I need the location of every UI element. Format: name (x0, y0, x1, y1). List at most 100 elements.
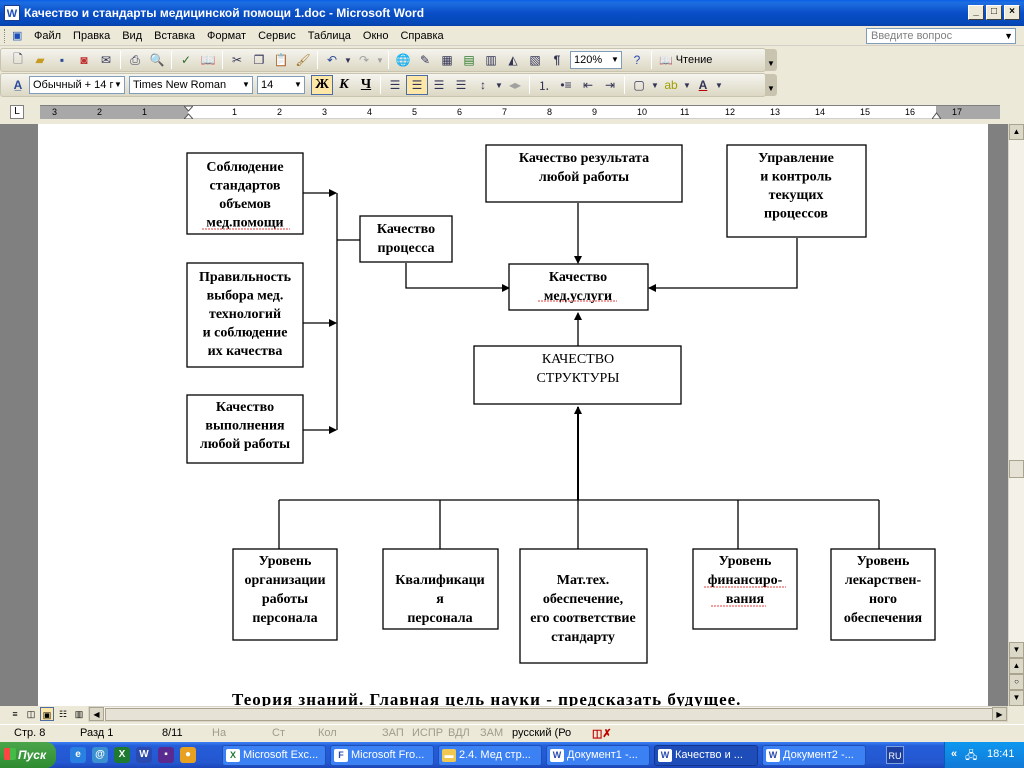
network-icon[interactable]: 🖧 (965, 750, 978, 762)
save-quick-icon[interactable]: ▪ (158, 747, 174, 763)
maximize-button[interactable]: □ (986, 5, 1002, 20)
outlook-express-icon[interactable]: @ (92, 747, 108, 763)
spelling-status-icon[interactable]: ◫✗ (592, 728, 612, 740)
help-dropdown-icon[interactable]: ▼ (1004, 31, 1013, 41)
word-icon[interactable]: W (136, 747, 152, 763)
chevron-down-icon[interactable]: ▼ (114, 80, 122, 89)
menu-file[interactable]: Файл (34, 29, 62, 42)
redo-dropdown-icon[interactable]: ▼ (376, 55, 384, 65)
vertical-scroll-thumb[interactable] (1009, 460, 1024, 478)
font-select[interactable]: Times New Roman ▼ (129, 76, 253, 94)
status-overtype[interactable]: ЗАМ (480, 727, 504, 739)
insert-excel-icon[interactable]: ▤ (463, 53, 475, 67)
borders-dropdown-icon[interactable]: ▼ (651, 80, 659, 90)
hyperlink-icon[interactable]: 🌐 (395, 53, 411, 67)
word-app-icon[interactable]: W (4, 5, 20, 21)
left-indent-marker[interactable] (184, 106, 193, 119)
align-center-icon[interactable]: ☰ (406, 75, 428, 95)
print-preview-icon[interactable]: 🔍 (149, 53, 165, 67)
next-page-button[interactable]: ▼ (1009, 690, 1024, 706)
line-spacing-dropdown-icon[interactable]: ▼ (495, 80, 503, 90)
task-current-document[interactable]: W Качество и ... (654, 745, 758, 766)
email-icon[interactable]: ✉ (100, 53, 112, 67)
columns-icon[interactable]: ▥ (485, 53, 497, 67)
document-map-icon[interactable]: ▧ (529, 53, 541, 67)
highlight-icon[interactable]: ab (664, 78, 678, 92)
style-select[interactable]: Обычный + 14 г ▼ (29, 76, 125, 94)
normal-view-icon[interactable]: ≡ (12, 709, 18, 719)
scroll-left-button[interactable]: ◀ (89, 707, 104, 721)
font-color-icon[interactable]: A (698, 78, 708, 92)
save-icon[interactable]: ▪ (59, 53, 65, 67)
copy-icon[interactable]: ❐ (253, 53, 265, 67)
task-document1[interactable]: W Документ1 -... (546, 745, 650, 766)
bullets-icon[interactable]: •≡ (560, 78, 572, 92)
right-indent-marker[interactable] (932, 106, 941, 119)
undo-icon[interactable]: ↶ (326, 53, 338, 67)
outline-view-icon[interactable]: ☷ (58, 709, 68, 719)
help-icon[interactable]: ? (633, 53, 641, 67)
web-view-icon[interactable]: ◫ (26, 709, 36, 719)
justify-icon[interactable]: ☰ (455, 78, 467, 92)
status-track-changes[interactable]: ИСПР (412, 727, 444, 739)
tables-borders-icon[interactable]: ✎ (419, 53, 431, 67)
excel-icon[interactable]: X (114, 747, 130, 763)
line-spacing-icon[interactable]: ↕ (480, 78, 486, 92)
scroll-up-button[interactable]: ▲ (1009, 124, 1024, 140)
numbering-icon[interactable]: ⒈ (537, 78, 550, 93)
align-left-icon[interactable]: ☰ (389, 78, 401, 92)
vertical-scrollbar[interactable]: ▲ ▼ ▲ ○ ▼ (1008, 124, 1024, 706)
show-hide-icon[interactable]: ¶ (553, 53, 561, 67)
horizontal-scroll-thumb[interactable] (105, 708, 995, 721)
task-excel[interactable]: X Microsoft Exc... (222, 745, 326, 766)
menu-edit[interactable]: Правка (73, 29, 111, 42)
italic-button[interactable]: К (339, 77, 349, 92)
menu-window[interactable]: Окно (362, 29, 389, 42)
minimize-button[interactable]: _ (968, 5, 984, 20)
status-language[interactable]: русский (Ро (512, 727, 572, 739)
reading-view-icon[interactable]: ▥ (74, 709, 84, 719)
insert-table-icon[interactable]: ▦ (441, 53, 453, 67)
menu-table[interactable]: Таблица (307, 29, 351, 42)
horizontal-scrollbar[interactable]: ◀ ▶ (88, 706, 1008, 722)
print-layout-icon[interactable]: ▣ (40, 707, 54, 721)
ie-icon[interactable]: e (70, 747, 86, 763)
browse-object-button[interactable]: ○ (1009, 674, 1024, 690)
status-extend[interactable]: ВДЛ (448, 727, 470, 739)
direction-icon[interactable]: ◂▸ (508, 78, 522, 92)
tray-expand-icon[interactable]: « (951, 748, 958, 760)
font-size-select[interactable]: 14 ▼ (257, 76, 305, 94)
status-page[interactable]: Стр. 8 (14, 727, 46, 739)
highlight-dropdown-icon[interactable]: ▼ (683, 80, 691, 90)
bold-button[interactable]: Ж (311, 75, 333, 95)
research-icon[interactable]: 📖 (200, 53, 216, 67)
styles-icon[interactable]: A̲ (13, 78, 23, 92)
previous-page-button[interactable]: ▲ (1009, 658, 1024, 674)
task-folder[interactable]: ▬ 2.4. Мед стр... (438, 745, 542, 766)
chevron-down-icon[interactable]: ▼ (242, 80, 250, 89)
clock[interactable]: 18:41 (987, 748, 1015, 760)
document-icon[interactable]: ▣ (12, 29, 23, 42)
align-right-icon[interactable]: ☰ (433, 78, 445, 92)
menu-view[interactable]: Вид (122, 29, 143, 42)
menu-insert[interactable]: Вставка (154, 29, 196, 42)
menu-help[interactable]: Справка (400, 29, 444, 42)
scroll-right-button[interactable]: ▶ (992, 707, 1007, 721)
decrease-indent-icon[interactable]: ⇤ (582, 78, 594, 92)
help-search-input[interactable]: Введите вопрос ▼ (866, 28, 1016, 44)
paste-icon[interactable]: 📋 (273, 53, 289, 67)
status-record[interactable]: ЗАП (382, 727, 404, 739)
menu-tools[interactable]: Сервис (258, 29, 296, 42)
underline-button[interactable]: Ч (360, 77, 372, 92)
undo-dropdown-icon[interactable]: ▼ (344, 55, 352, 65)
open-icon[interactable]: ▰ (35, 53, 45, 67)
new-document-icon[interactable]: 🗋 (13, 51, 23, 66)
increase-indent-icon[interactable]: ⇥ (604, 78, 616, 92)
menu-grip[interactable] (4, 28, 8, 43)
menu-format[interactable]: Формат (207, 29, 247, 42)
drawing-icon[interactable]: ◭ (508, 53, 518, 67)
toolbar-options-icon[interactable]: ▼ (765, 49, 777, 71)
redo-icon[interactable]: ↷ (358, 53, 370, 67)
language-indicator[interactable]: RU (886, 746, 904, 764)
